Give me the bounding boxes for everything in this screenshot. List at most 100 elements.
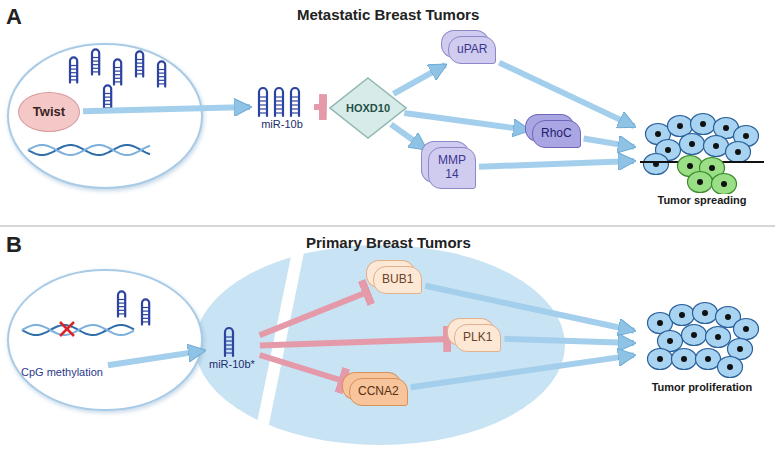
mirna-hairpins	[255, 82, 309, 118]
hairpin-rung	[118, 299, 125, 300]
hairpin-rung	[291, 112, 299, 113]
panel-heading: Metastatic Breast Tumors	[297, 6, 479, 23]
tumor-cell	[696, 349, 721, 370]
hairpin-rung	[136, 70, 143, 71]
hairpin-rung	[291, 100, 299, 101]
dna-strand	[22, 325, 134, 335]
cell-nucleus	[681, 356, 687, 362]
hairpin-rung	[158, 72, 165, 73]
cell-nucleus	[691, 332, 697, 338]
hairpin-rung	[275, 96, 283, 97]
hairpin-rung	[118, 313, 125, 314]
hairpin-rung	[158, 69, 165, 70]
cell-nucleus	[655, 131, 661, 137]
hairpin-rung	[225, 336, 233, 337]
card-node: RhoC	[532, 120, 581, 148]
plain-node: CpG methylation	[19, 364, 105, 381]
hairpin-rung	[142, 321, 149, 322]
cell-nucleus	[665, 147, 671, 153]
panel-divider	[0, 225, 775, 227]
cell-nucleus	[737, 346, 743, 352]
hairpin-rung	[70, 79, 77, 80]
cell-nucleus	[725, 314, 731, 320]
hairpin-strand	[114, 59, 121, 84]
cluster-node: Tumor spreading	[637, 110, 767, 207]
hairpin-rung	[158, 80, 165, 81]
hairpin-rung	[104, 100, 111, 101]
hairpin-rung	[225, 352, 233, 353]
node-label: miR-10b*	[209, 358, 255, 371]
block-cross	[60, 322, 74, 336]
cell-nucleus	[715, 334, 721, 340]
hairpin-rung	[118, 303, 125, 304]
cell-nucleus	[657, 356, 663, 362]
cell-outline	[8, 44, 202, 188]
hairpin-rung	[114, 81, 121, 82]
hairpin-strand	[136, 51, 143, 76]
panel-letter: B	[6, 232, 22, 258]
hairpin-rung	[142, 318, 149, 319]
activation-arrow	[108, 351, 204, 366]
tumor-cell	[691, 114, 716, 135]
cell-cluster	[640, 110, 764, 194]
hairpin-rung	[225, 348, 233, 349]
hairpin-rung	[92, 71, 99, 72]
hairpin-rung	[158, 83, 165, 84]
hairpin-rung	[259, 112, 267, 113]
hairpin-strand	[158, 61, 165, 86]
hairpin-rung	[275, 104, 283, 105]
diamond-node: HOXD10	[329, 77, 407, 139]
hairpin-rung	[114, 78, 121, 79]
tumor-cell	[670, 305, 695, 326]
node-label: Twist	[33, 105, 65, 120]
activation-arrow	[404, 113, 529, 130]
hairpin-rung	[225, 340, 233, 341]
node-label: BUB1	[382, 273, 413, 287]
hairpin-rung	[291, 96, 299, 97]
hairpin-rung	[259, 100, 267, 101]
node-label: CpG methylation	[21, 366, 103, 379]
inhibition-arrow	[260, 339, 448, 346]
hairpin-strand	[142, 299, 149, 324]
activation-arrow	[425, 286, 634, 331]
activation-arrow	[83, 107, 250, 111]
cell-nucleus	[689, 141, 695, 147]
tumor-cell	[682, 325, 707, 346]
cell-nucleus	[697, 179, 703, 185]
hairpin-rung	[142, 311, 149, 312]
hairpin-strand	[118, 291, 125, 316]
hairpin-rung	[275, 112, 283, 113]
hairpin-rung	[70, 72, 77, 73]
dna-strand	[22, 325, 134, 335]
hairpin-rung	[136, 59, 143, 60]
activation-arrow	[479, 161, 634, 167]
hairpin-rung	[142, 307, 149, 308]
tumor-cell	[704, 136, 729, 157]
cell-nucleus	[702, 310, 708, 316]
cell-nucleus	[721, 181, 727, 187]
hairpin-rung	[118, 306, 125, 307]
hairpin-rung	[118, 310, 125, 311]
cell-nucleus	[705, 356, 711, 362]
activation-arrow	[499, 63, 634, 127]
activation-arrow	[411, 355, 634, 387]
node-label: CCNA2	[358, 385, 399, 399]
hairpin-rung	[104, 104, 111, 105]
node-label: Tumor spreading	[637, 194, 767, 207]
cytoplasm-region	[195, 245, 565, 445]
hairpin-rung	[136, 73, 143, 74]
hairpin-rung	[142, 314, 149, 315]
cell-cluster	[640, 297, 764, 381]
cell-nucleus	[743, 133, 749, 139]
tumor-cell	[712, 174, 737, 195]
cell-nucleus	[735, 149, 741, 155]
hairpin-rung	[104, 96, 111, 97]
tumor-cell	[644, 154, 669, 175]
hairpin-strand	[291, 88, 299, 116]
tumor-cell	[734, 319, 759, 340]
dna-strand	[28, 145, 150, 155]
inhibition-arrow	[260, 355, 344, 381]
inhibition-arrow	[314, 104, 324, 110]
node-label: HOXD10	[346, 102, 390, 115]
ellipse-node: Twist	[18, 92, 80, 132]
